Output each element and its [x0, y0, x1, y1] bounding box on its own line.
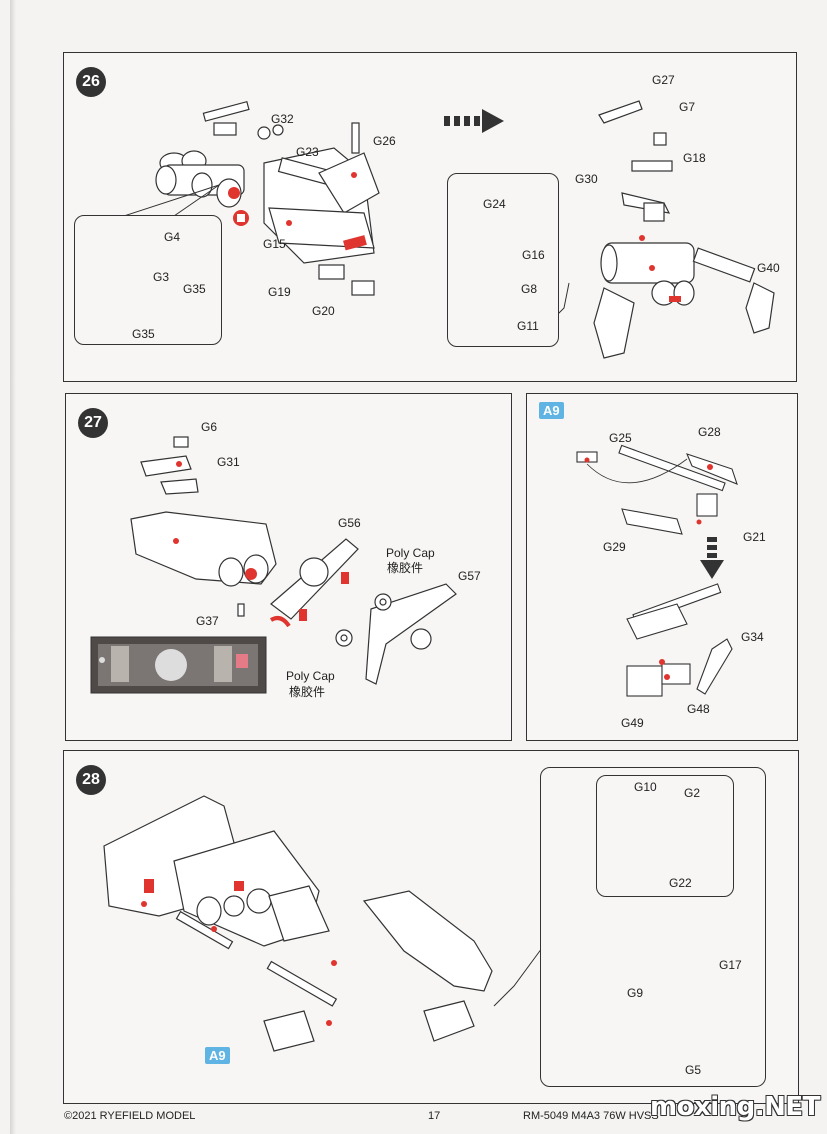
part-label-g9: G9 [627, 986, 644, 1000]
part-label-g21: G21 [743, 530, 766, 544]
sub-step-a9-panel: A9 G25 G28 G21 G29 G34 [526, 393, 798, 741]
part-label-g27: G27 [652, 73, 675, 87]
part-label-g57: G57 [458, 569, 481, 583]
detail-callout-inner [596, 775, 734, 897]
step-number: 27 [78, 408, 108, 438]
no-glue-icon [233, 210, 249, 226]
arrow-down-icon [700, 537, 724, 579]
part-label-g40: G40 [757, 261, 780, 275]
part-label-g35: G35 [132, 327, 155, 341]
part-label-g31: G31 [217, 455, 240, 469]
part-label-g29: G29 [603, 540, 626, 554]
step-27-panel: 27 [65, 393, 512, 741]
reference-photo [90, 636, 267, 694]
part-label-g20: G20 [312, 304, 335, 318]
part-label-g7: G7 [679, 100, 696, 114]
part-label-g4: G4 [164, 230, 181, 244]
step-26-panel: 26 [63, 52, 797, 382]
step-number: 28 [76, 765, 106, 795]
binding-spine [10, 0, 16, 1134]
part-label-g28: G28 [698, 425, 721, 439]
step-number: 26 [76, 67, 106, 97]
part-label-g15: G15 [263, 237, 286, 251]
part-label-g16: G16 [522, 248, 545, 262]
product-code: RM-5049 M4A3 76W HVSS [523, 1110, 659, 1122]
part-label-g23: G23 [296, 145, 319, 159]
step-28-panel: 28 [63, 750, 799, 1104]
page-number: 17 [428, 1110, 441, 1122]
part-label-g30: G30 [575, 172, 598, 186]
part-label-g22: G22 [669, 876, 692, 890]
part-label-g56: G56 [338, 516, 361, 530]
part-label-g48: G48 [687, 702, 710, 716]
part-label-g26: G26 [373, 134, 396, 148]
sub-assembly-callout-right [447, 173, 559, 347]
part-label-g3: G3 [153, 270, 170, 284]
part-label-g6: G6 [201, 420, 218, 434]
part-label-g25: G25 [609, 431, 632, 445]
a9-drawing [576, 444, 738, 697]
poly-cap-label: Poly Cap [386, 546, 435, 560]
part-label-g19: G19 [268, 285, 291, 299]
part-label-g24: G24 [483, 197, 506, 211]
sub-assembly-callout-left [74, 215, 222, 345]
poly-cap-label: Poly Cap [286, 669, 335, 683]
step-27-drawing [90, 436, 457, 694]
part-label-g32: G32 [271, 112, 294, 126]
part-label-g37: G37 [196, 614, 219, 628]
part-label-g2: G2 [684, 786, 701, 800]
part-label-g8: G8 [521, 282, 538, 296]
sub-step-badge: A9 [539, 402, 564, 419]
part-label-g49: G49 [621, 716, 644, 730]
part-label-g11: G11 [517, 319, 539, 333]
poly-cap-label-cn: 橡胶件 [387, 561, 424, 575]
part-label-g5: G5 [685, 1063, 702, 1077]
arrow-right-icon [444, 109, 504, 133]
copyright-text: ©2021 RYEFIELD MODEL [64, 1110, 196, 1122]
part-label-g10: G10 [634, 780, 657, 794]
part-label-g17: G17 [719, 958, 742, 972]
part-label-g35: G35 [183, 282, 206, 296]
poly-cap-label-cn: 橡胶件 [289, 685, 326, 699]
watermark-logo: moxing.NET [650, 1092, 820, 1122]
part-label-g18: G18 [683, 151, 706, 165]
part-label-g34: G34 [741, 630, 764, 644]
sub-step-badge: A9 [205, 1047, 230, 1064]
